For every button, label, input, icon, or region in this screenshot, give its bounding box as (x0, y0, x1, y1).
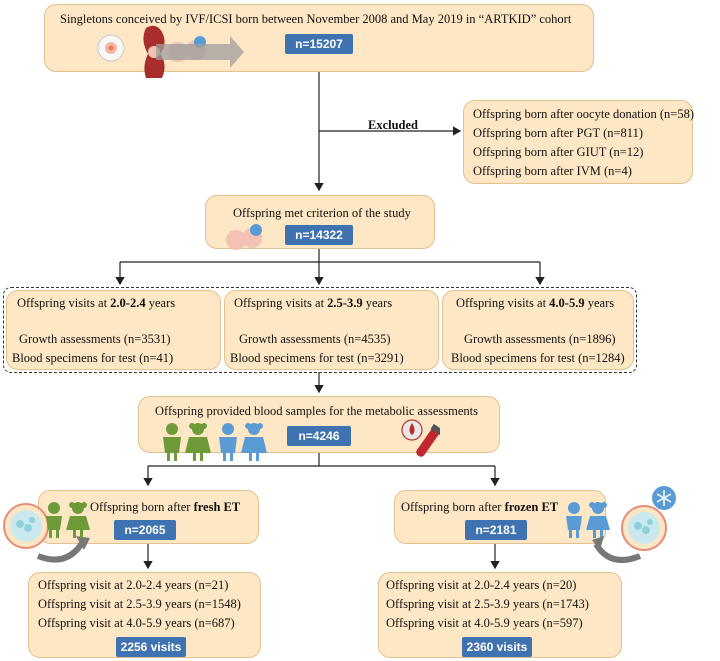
curved-arrow-icon (36, 536, 90, 563)
fresh-visit-row: Offspring visit at 2.5-3.9 years (n=1548… (38, 597, 241, 611)
frozen-et-title: Offspring born after frozen ET (401, 500, 559, 514)
frozen-count-badge: n=2181 (465, 520, 527, 540)
visit-box-4.0-5.9 (442, 290, 634, 370)
frozen-illustration (566, 486, 676, 563)
excluded-label: Excluded (368, 118, 419, 132)
fresh-visit-row: Offspring visit at 4.0-5.9 years (n=687) (38, 616, 235, 630)
visit-box-2.5-3.9 (224, 290, 439, 370)
fresh-total-badge: 2256 visits (116, 637, 186, 657)
snowflake-icon (652, 486, 676, 510)
excluded-item: Offspring born after IVM (n=4) (473, 164, 632, 178)
criterion-title: Offspring met criterion of the study (233, 206, 411, 220)
frozen-total-badge: 2360 visits (462, 637, 532, 657)
frozen-visit-row: Offspring visit at 4.0-5.9 years (n=597) (386, 616, 583, 630)
arrow-icon (156, 36, 244, 68)
visit-title: Offspring visits at 2.5-3.9 years (234, 296, 393, 310)
frozen-visit-row: Offspring visit at 2.5-3.9 years (n=1743… (386, 597, 589, 611)
visit-blood: Blood specimens for test (n=3291) (230, 351, 404, 365)
excluded-box (463, 100, 693, 184)
metabolic-title: Offspring provided blood samples for the… (155, 404, 478, 418)
cohort-title: Singletons conceived by IVF/ICSI born be… (60, 12, 572, 26)
excluded-item: Offspring born after oocyte donation (n=… (473, 107, 694, 121)
visit-growth: Growth assessments (n=4535) (239, 332, 391, 346)
cohort-count-badge: n=15207 (285, 34, 353, 54)
petri-dish-icon (97, 34, 125, 62)
cohort-illustration (97, 25, 244, 78)
metabolic-count-badge: n=4246 (287, 426, 351, 446)
visit-growth: Growth assessments (n=1896) (464, 332, 616, 346)
fresh-et-title: Offspring born after fresh ET (90, 500, 241, 514)
visit-blood: Blood specimens for test (n=1284) (451, 351, 625, 365)
fresh-visit-row: Offspring visit at 2.0-2.4 years (n=21) (38, 578, 229, 592)
criterion-count-badge: n=14322 (285, 225, 353, 245)
children-blue-icon (566, 502, 610, 538)
frozen-visit-row: Offspring visit at 2.0-2.4 years (n=20) (386, 578, 577, 592)
children-blue-icon (219, 423, 267, 461)
fresh-illustration (3, 502, 90, 563)
baby-icon (226, 224, 262, 250)
children-green-icon (163, 423, 211, 461)
children-icons (163, 423, 267, 461)
embryo-dish-icon (621, 505, 667, 551)
visit-title: Offspring visits at 2.0-2.4 years (17, 296, 176, 310)
curved-arrow-icon (592, 536, 642, 563)
blood-tube-icon (401, 419, 440, 457)
fresh-count-badge: n=2065 (114, 520, 176, 540)
embryo-dish-icon (3, 503, 49, 549)
visit-title: Offspring visits at 4.0-5.9 years (456, 296, 615, 310)
children-green-icon (46, 502, 90, 538)
visit-blood: Blood specimens for test (n=41) (12, 351, 174, 365)
visits-group (3, 287, 637, 373)
visit-box-2.0-2.4 (6, 290, 221, 370)
visit-growth: Growth assessments (n=3531) (19, 332, 171, 346)
excluded-item: Offspring born after PGT (n=811) (473, 126, 643, 140)
excluded-item: Offspring born after GIUT (n=12) (473, 145, 644, 159)
